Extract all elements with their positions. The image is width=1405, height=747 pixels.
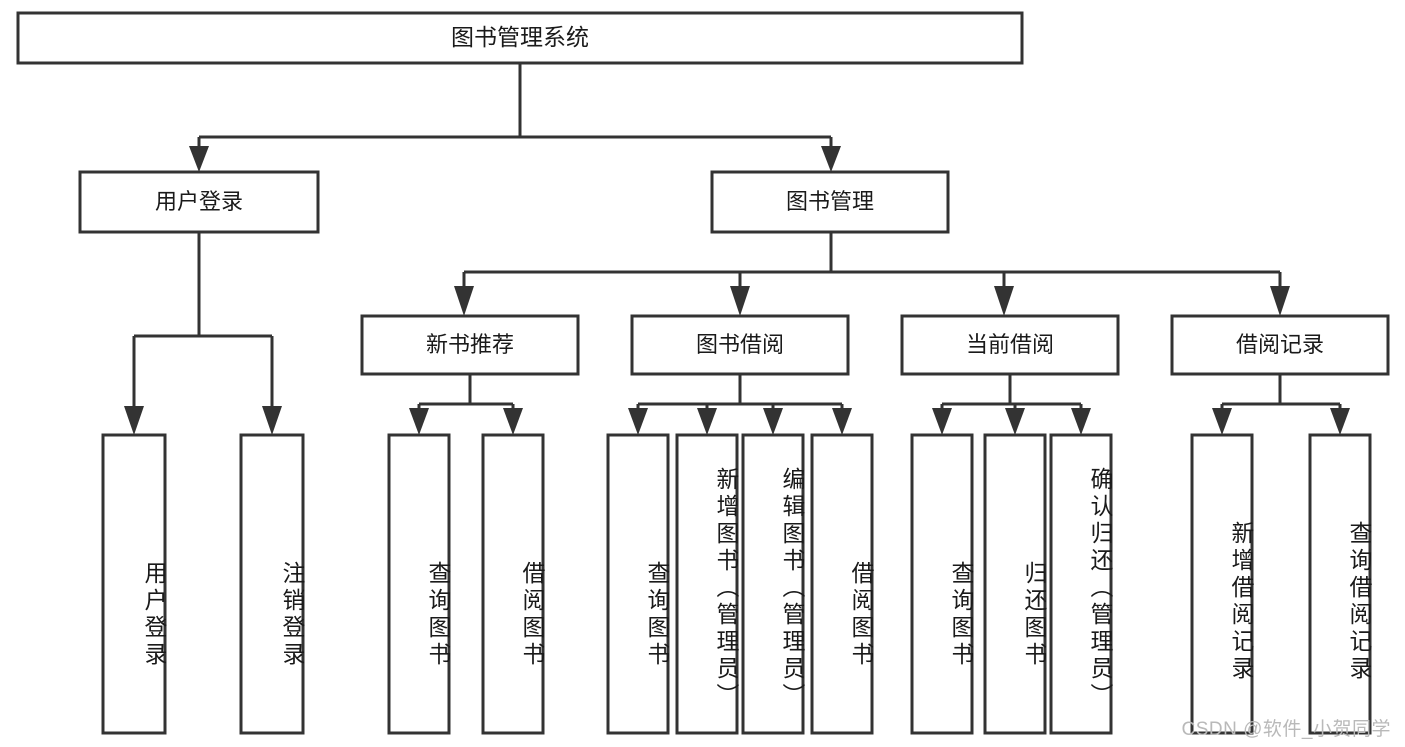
arrow-to-leaf-query-book-2 bbox=[628, 408, 648, 435]
leaf-box-query-book-2[interactable] bbox=[606, 433, 670, 735]
arrow-to-leaf-add-book-admin bbox=[697, 408, 717, 435]
node-new-book-recommend[interactable]: 新书推荐 bbox=[360, 314, 580, 376]
node-current-borrow-box[interactable] bbox=[900, 314, 1120, 376]
node-user-login-box[interactable] bbox=[78, 170, 320, 234]
node-root-box[interactable] bbox=[16, 11, 1024, 65]
node-borrow-record-box[interactable] bbox=[1170, 314, 1390, 376]
leaf-box-borrow-book-2[interactable] bbox=[810, 433, 874, 735]
arrow-to-leaf-add-borrow-record bbox=[1212, 408, 1232, 435]
node-new-book-recommend-box[interactable] bbox=[360, 314, 580, 376]
leaf-box-user-login[interactable] bbox=[101, 433, 167, 735]
arrow-to-book-borrow bbox=[730, 286, 750, 316]
arrow-to-leaf-return-book bbox=[1005, 408, 1025, 435]
leaf-box-add-borrow-record[interactable] bbox=[1190, 433, 1254, 735]
node-current-borrow[interactable]: 当前借阅 bbox=[900, 314, 1120, 376]
node-borrow-record-label: 借阅记录 bbox=[1236, 332, 1324, 357]
node-current-borrow-label: 当前借阅 bbox=[966, 332, 1054, 357]
arrow-to-leaf-query-book-1 bbox=[409, 408, 429, 435]
node-root[interactable]: 图书管理系统 bbox=[16, 11, 1024, 65]
arrow-to-leaf-edit-book-admin bbox=[763, 408, 783, 435]
node-book-borrow-label: 图书借阅 bbox=[696, 332, 784, 357]
leaf-box-query-book-3[interactable] bbox=[910, 433, 974, 735]
leaf-box-query-book-1[interactable] bbox=[387, 433, 451, 735]
connector-group-current-borrow bbox=[932, 374, 1091, 435]
arrow-to-leaf-confirm-return-admin bbox=[1071, 408, 1091, 435]
arrow-to-borrow-record bbox=[1270, 286, 1290, 316]
arrow-to-user-login bbox=[189, 146, 209, 172]
node-book-borrow[interactable]: 图书借阅 bbox=[630, 314, 850, 376]
arrow-to-leaf-user-login bbox=[124, 406, 144, 435]
csdn-watermark: CSDN @软件_小贺同学 bbox=[1181, 719, 1391, 740]
arrow-to-leaf-borrow-book-2 bbox=[832, 408, 852, 435]
leaf-box-add-book-admin[interactable] bbox=[675, 433, 739, 735]
connector-group-book-management bbox=[454, 232, 1290, 316]
arrow-to-book-management bbox=[821, 146, 841, 172]
connector-group-user-login bbox=[124, 232, 282, 435]
node-borrow-record[interactable]: 借阅记录 bbox=[1170, 314, 1390, 376]
leaf-box-borrow-book-1[interactable] bbox=[481, 433, 545, 735]
node-book-management-box[interactable] bbox=[710, 170, 950, 234]
node-book-management-label: 图书管理 bbox=[786, 189, 874, 214]
node-book-borrow-box[interactable] bbox=[630, 314, 850, 376]
node-book-management[interactable]: 图书管理 bbox=[710, 170, 950, 234]
node-root-label: 图书管理系统 bbox=[451, 24, 589, 50]
arrow-to-leaf-borrow-book-1 bbox=[503, 408, 523, 435]
arrow-to-leaf-query-book-3 bbox=[932, 408, 952, 435]
leaf-box-logout[interactable] bbox=[239, 433, 305, 735]
leaf-box-confirm-return-admin[interactable] bbox=[1049, 433, 1113, 735]
connector-group-root bbox=[189, 63, 841, 172]
connector-group-new-book-recommend bbox=[409, 374, 523, 435]
arrow-to-leaf-logout bbox=[262, 406, 282, 435]
arrow-to-new-book-recommend bbox=[454, 286, 474, 316]
node-user-login-label: 用户登录 bbox=[155, 189, 243, 214]
connector-group-book-borrow bbox=[628, 374, 852, 435]
leaf-boxes bbox=[101, 433, 1372, 735]
arrow-to-leaf-query-borrow-record bbox=[1330, 408, 1350, 435]
node-user-login[interactable]: 用户登录 bbox=[78, 170, 320, 234]
connector-group-borrow-record bbox=[1212, 374, 1350, 435]
node-new-book-recommend-label: 新书推荐 bbox=[426, 332, 514, 357]
leaf-box-query-borrow-record[interactable] bbox=[1308, 433, 1372, 735]
leaf-box-edit-book-admin[interactable] bbox=[741, 433, 805, 735]
leaf-box-return-book[interactable] bbox=[983, 433, 1047, 735]
arrow-to-current-borrow bbox=[994, 286, 1014, 316]
